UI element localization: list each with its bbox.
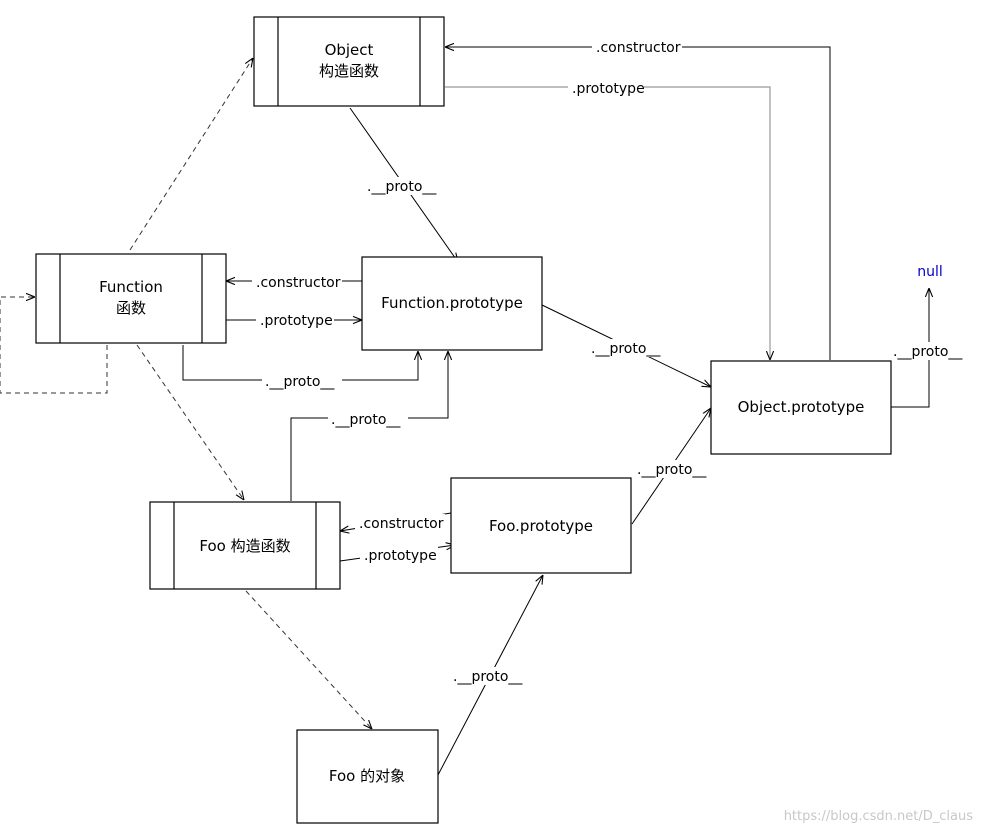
edge-label-object-ctor-proto: .__proto__ (364, 177, 444, 195)
node-object-constructor-subtitle: 构造函数 (319, 62, 379, 80)
edge-label-foo-ctor-proto: .__proto__ (328, 410, 408, 428)
svg-text:.__proto__: .__proto__ (591, 341, 661, 357)
edge-object-prototype-constructor (445, 47, 831, 360)
edge-label-foo-instance-proto: .__proto__ (450, 667, 530, 685)
watermark: https://blog.csdn.net/D_claus (784, 809, 974, 824)
svg-text:.__proto__: .__proto__ (893, 344, 963, 360)
node-null: null (917, 264, 943, 280)
svg-text:.__proto__: .__proto__ (265, 374, 335, 390)
node-object-constructor[interactable]: Object 构造函数 (253, 16, 445, 107)
node-object-prototype-label: Object.prototype (738, 398, 865, 416)
node-foo-prototype[interactable]: Foo.prototype (450, 477, 632, 574)
node-object-constructor-name: Object (325, 41, 374, 59)
node-foo-instance-label: Foo 的对象 (329, 767, 405, 785)
node-function-prototype[interactable]: Function.prototype (361, 256, 543, 351)
edge-object-prototype-proto-null (891, 288, 929, 408)
edge-object-ctor-prototype (445, 86, 770, 360)
edge-label-foo-ctor-prototype: .prototype (360, 546, 438, 564)
edge-label-object-prototype-constructor: .constructor (592, 38, 682, 56)
edge-function-to-object-dashed (129, 58, 253, 251)
edge-label-foo-prototype-constructor: .constructor (355, 514, 445, 532)
edge-label-function-prototype-proto: .__proto__ (588, 339, 668, 357)
edge-foo-ctor-to-instance-dashed (245, 590, 372, 729)
svg-text:.prototype: .prototype (364, 548, 437, 564)
node-foo-instance[interactable]: Foo 的对象 (296, 729, 439, 824)
node-foo-constructor[interactable]: Foo 构造函数 (149, 501, 341, 590)
node-foo-constructor-label: Foo 构造函数 (199, 537, 290, 555)
edge-label-function-prototype-constructor: .constructor (252, 273, 342, 291)
svg-text:.constructor: .constructor (256, 275, 341, 291)
svg-text:.__proto__: .__proto__ (331, 412, 401, 428)
edge-label-object-ctor-prototype: .prototype (568, 79, 645, 97)
edge-label-object-prototype-proto-null: .__proto__ (890, 342, 970, 360)
node-object-prototype[interactable]: Object.prototype (710, 360, 892, 455)
svg-text:.constructor: .constructor (596, 40, 681, 56)
svg-text:.prototype: .prototype (260, 313, 333, 329)
edge-label-function-proto: .__proto__ (262, 372, 342, 390)
svg-text:.prototype: .prototype (572, 81, 645, 97)
svg-text:.__proto__: .__proto__ (367, 179, 437, 195)
node-function-prototype-label: Function.prototype (381, 294, 523, 312)
node-function-constructor[interactable]: Function 函数 (35, 253, 227, 344)
svg-text:.constructor: .constructor (359, 516, 444, 532)
edge-label-foo-prototype-proto: .__proto__ (634, 460, 714, 478)
edge-function-self-loop (0, 297, 108, 394)
node-function-name: Function (99, 278, 163, 296)
svg-text:.__proto__: .__proto__ (453, 669, 523, 685)
edge-label-function-prototype: .prototype (256, 311, 334, 329)
svg-text:.__proto__: .__proto__ (637, 462, 707, 478)
node-foo-prototype-label: Foo.prototype (489, 517, 593, 535)
node-function-subtitle: 函数 (116, 299, 146, 317)
edge-function-to-foo-dashed (136, 344, 244, 500)
